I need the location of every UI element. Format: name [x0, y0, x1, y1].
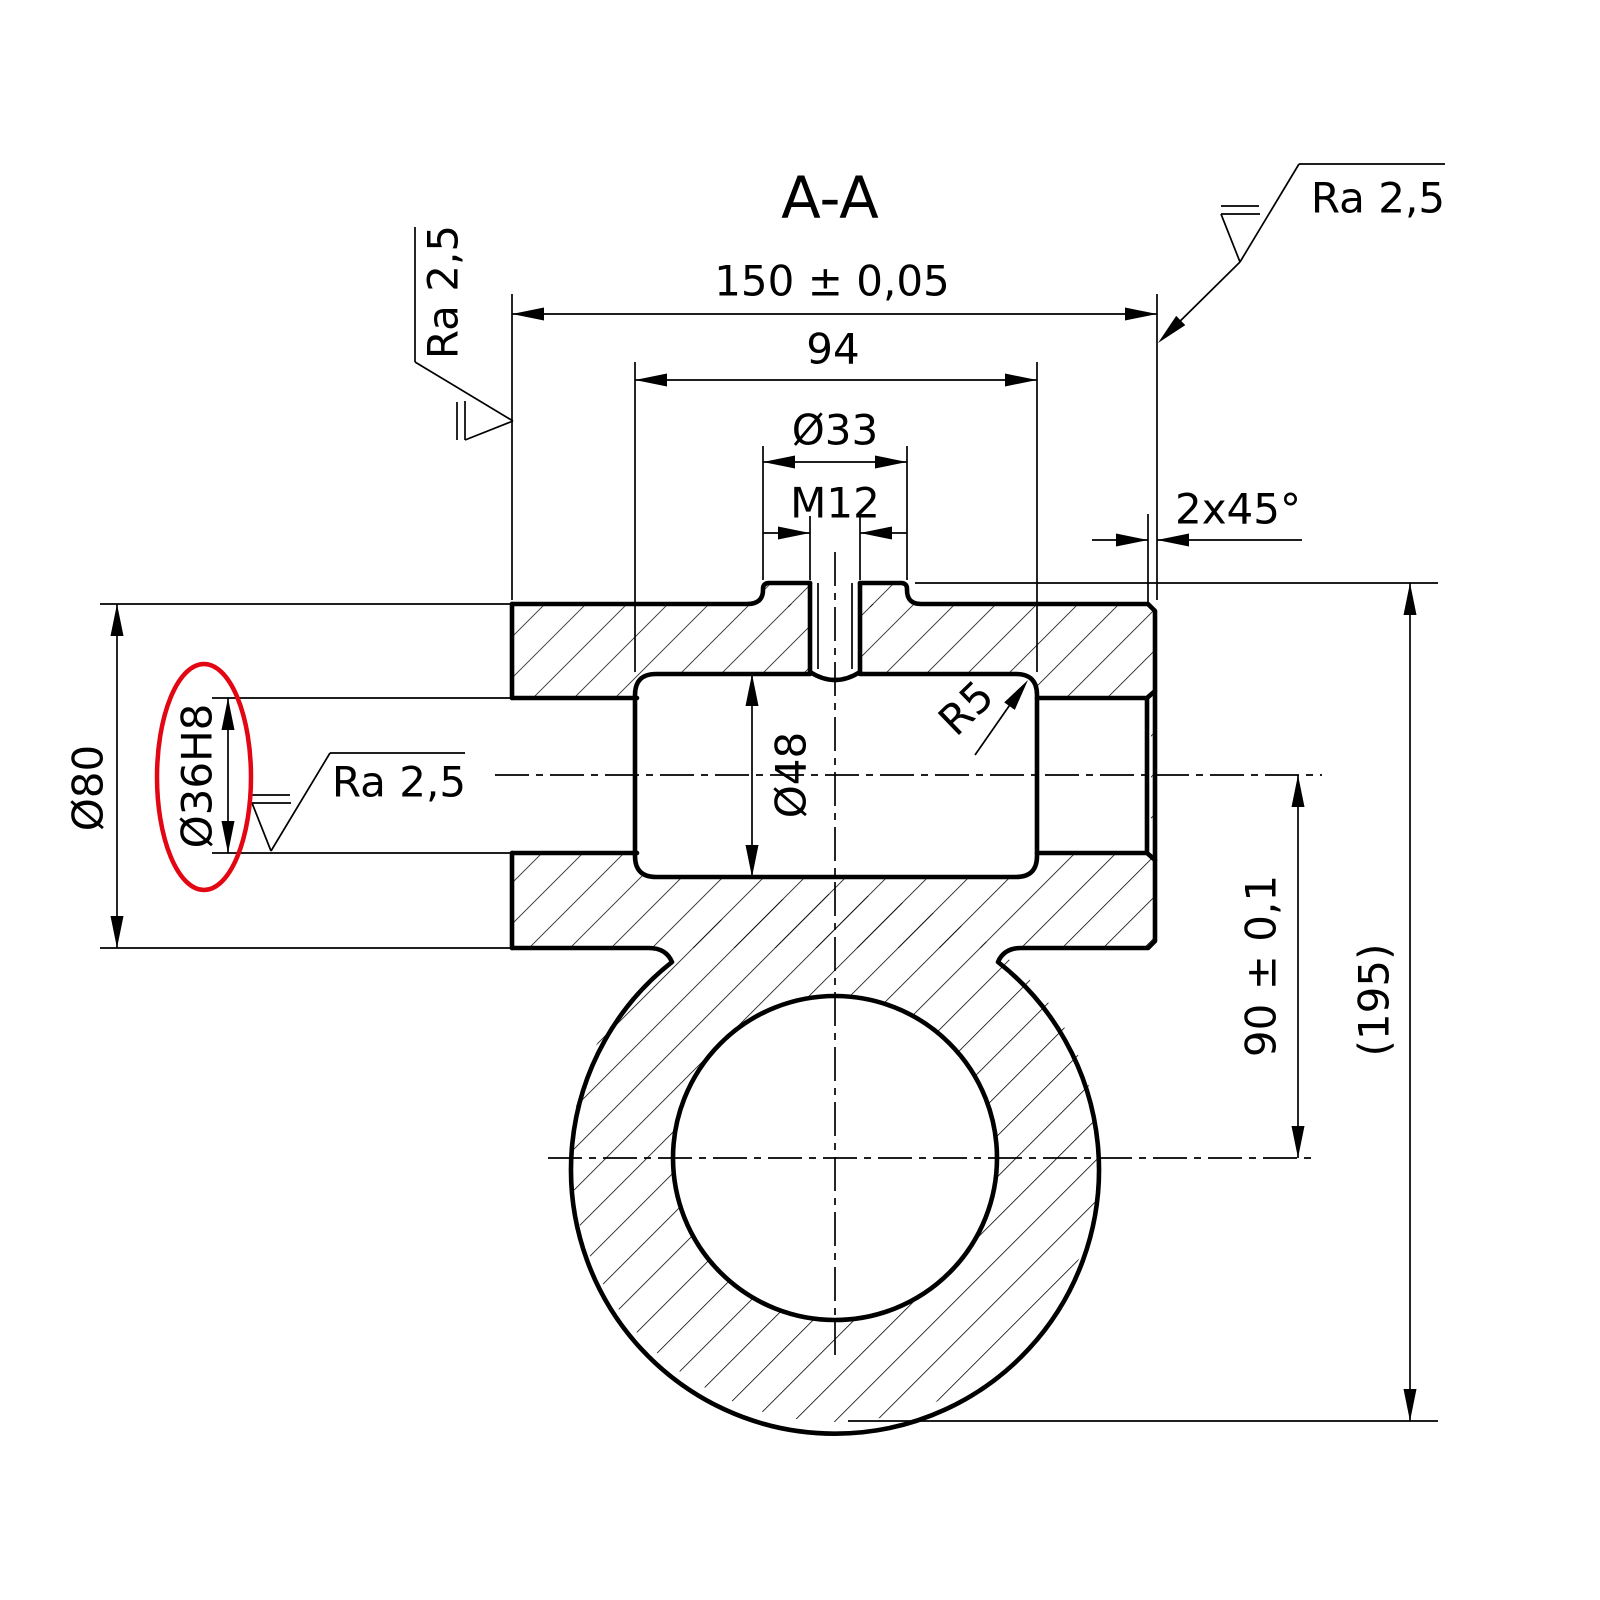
roughness-label-left-face: Ra 2,5 [419, 225, 468, 359]
surface-finish-left-face: Ra 2,5 [414, 225, 514, 441]
thread-hole-walls [807, 580, 863, 675]
dim-label-ring-offset: 90 ± 0,1 [1237, 875, 1286, 1057]
dimension-bore-fit: Ø36H8 [173, 698, 235, 853]
thread-crest-lines [817, 583, 853, 669]
dimension-thread-size: M12 [763, 479, 907, 540]
cavity-outline [632, 671, 1040, 880]
dim-label-bore-fit: Ø36H8 [173, 704, 222, 849]
dim-label-outer-diameter: Ø80 [64, 745, 113, 832]
dimension-outer-diameter: Ø80 [64, 604, 124, 948]
left-bore-lines [509, 695, 640, 856]
dimension-boss-diameter: Ø33 [763, 406, 907, 469]
dim-label-cavity-length: 94 [806, 325, 859, 374]
roughness-label-right-face: Ra 2,5 [1311, 174, 1445, 223]
highlight-ellipse [154, 661, 254, 893]
dimension-chamfer: 2x45° [1092, 485, 1302, 547]
dimension-cavity-diameter: Ø48 [745, 674, 816, 877]
dim-label-overall-length: 150 ± 0,05 [714, 257, 950, 306]
dim-label-chamfer: 2x45° [1175, 485, 1301, 534]
dimension-overall-height: (195) [1350, 583, 1417, 1421]
right-bore-lines [1034, 688, 1158, 863]
thread-breakthrough-arc [807, 669, 863, 683]
part-voids [506, 583, 1151, 1320]
ring-bore-outline [670, 993, 1000, 1323]
dimension-overall-length: 150 ± 0,05 [512, 257, 1157, 321]
outer-profile [509, 580, 1158, 1436]
roughness-label-bore: Ra 2,5 [332, 758, 466, 807]
dimension-ring-offset: 90 ± 0,1 [1237, 775, 1305, 1158]
extension-lines [100, 294, 1438, 1422]
dim-label-cavity-diameter: Ø48 [767, 732, 816, 819]
surface-finish-right-face: Ra 2,5 [1158, 163, 1445, 343]
dimension-cavity-length: 94 [635, 325, 1037, 387]
dim-label-thread-size: M12 [790, 479, 880, 528]
section-title: A-A [781, 164, 879, 232]
part-outline [509, 580, 1158, 1436]
dim-label-boss-diameter: Ø33 [792, 406, 879, 455]
surface-finish-bore: Ra 2,5 [251, 752, 466, 852]
dim-label-overall-height: (195) [1350, 944, 1399, 1057]
